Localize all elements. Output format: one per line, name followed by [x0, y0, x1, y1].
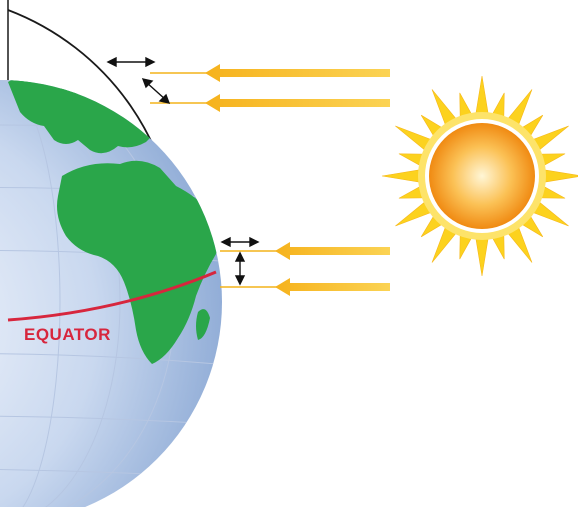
ray-upper-1	[150, 64, 390, 82]
double-headed-arrow-icon	[234, 251, 246, 286]
double-headed-arrow-icon	[141, 78, 171, 104]
ray-upper-2	[150, 94, 390, 112]
scandinavia-landmass	[112, 44, 172, 75]
sun-ray-spike	[475, 75, 489, 117]
double-headed-arrow-icon	[106, 56, 156, 68]
ray-lower-2	[220, 278, 390, 296]
sun-ray-spike	[381, 169, 423, 183]
sun-ray-spike	[475, 235, 489, 277]
equator-label: EQUATOR	[24, 325, 111, 344]
double-headed-arrow-icon	[220, 236, 260, 248]
ray-lower-1	[220, 242, 390, 260]
measure-arrows	[106, 56, 260, 286]
equator-line	[7, 270, 217, 322]
africa-landmass	[57, 160, 218, 364]
earth-globe	[0, 44, 222, 507]
sun-ray-spike	[541, 169, 578, 183]
madagascar-landmass	[196, 309, 210, 340]
light-rays	[150, 64, 390, 296]
sun-icon	[381, 75, 578, 277]
iceland-landmass	[8, 80, 50, 84]
